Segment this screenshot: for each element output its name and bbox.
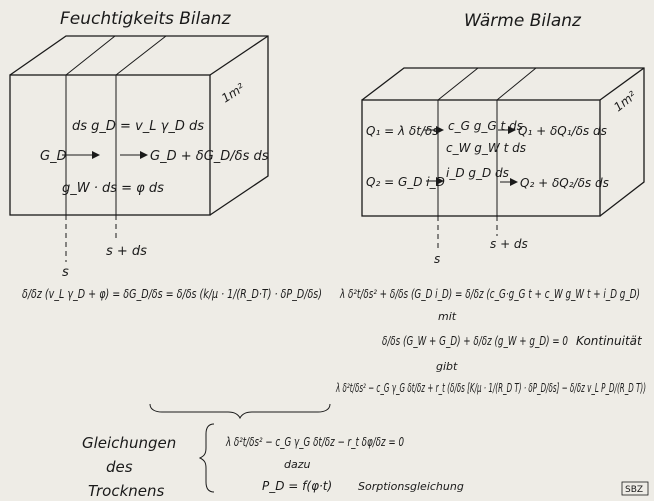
area-label-left: 1m²: [219, 81, 247, 106]
corner-mark-frame: [621, 481, 649, 496]
heat-q2-in: Q₂ = G_D i_D: [366, 175, 445, 189]
equation-dazu: dazu: [284, 458, 310, 471]
title-moisture-balance: Feuchtigkeits Bilanz: [60, 9, 232, 29]
heat-q2-out: Q₂ + δQ₂/δs ds: [520, 176, 609, 190]
moisture-section-s-ds: s + ds: [106, 244, 147, 259]
equation-brace: [149, 403, 331, 420]
heat-box: [361, 67, 645, 250]
drying-equation: λ δ²t/δs² − c_G γ_G δt/δz − r_t δφ/δz = …: [225, 435, 404, 449]
drying-label-line1: Gleichungen: [82, 434, 176, 452]
corner-mark: SBZ: [625, 485, 643, 495]
equation-mit: mit: [438, 310, 457, 323]
area-label-right: 1m²: [611, 88, 639, 114]
moisture-flux-in: G_D: [40, 149, 67, 164]
heat-equation: λ δ²t/δs² + δ/δs (G_D i_D) = δ/δz (c_G·g…: [339, 287, 640, 301]
sorption-label: Sorptionsgleichung: [358, 480, 464, 493]
moisture-bottom-term: g_W · ds = φ ds: [62, 181, 164, 196]
heat-q1-out: Q₁ + δQ₁/δs ds: [518, 124, 607, 138]
combined-equation: λ δ²t/δs² − c_G γ_G δt/δz + r_t (δ/δs [K…: [335, 381, 646, 395]
drying-brace: [198, 423, 215, 493]
equation-gibt: gibt: [436, 360, 458, 373]
heat-section-s-ds: s + ds: [490, 237, 528, 251]
drying-label-line2: des: [106, 458, 133, 476]
drying-label-line3: Trocknens: [88, 482, 165, 500]
heat-term-gas: c_G g_G t ds: [448, 119, 523, 133]
moisture-section-s: s: [62, 265, 69, 280]
moisture-flux-out: G_D + δG_D/δs ds: [150, 149, 269, 164]
moisture-box: [9, 35, 269, 262]
continuity-label: Kontinuität: [576, 334, 643, 348]
continuity-equation: δ/δs (G_W + G_D) + δ/δz (g_W + g_D) = 0: [382, 334, 568, 348]
heat-term-water: c_W g_W t ds: [446, 141, 526, 155]
heat-q1-in: Q₁ = λ δt/δs: [366, 124, 439, 138]
heat-section-s: s: [434, 252, 440, 266]
moisture-equation: δ/δz (v_L γ_D + φ) = δG_D/δs = δ/δs (k/μ…: [22, 287, 322, 301]
sorption-equation: P_D = f(φ·t): [262, 479, 332, 493]
title-heat-balance: Wärme Bilanz: [464, 11, 582, 31]
heat-term-vapor: i_D g_D ds: [446, 166, 509, 180]
moisture-top-term: ds g_D = v_L γ_D ds: [72, 119, 204, 134]
